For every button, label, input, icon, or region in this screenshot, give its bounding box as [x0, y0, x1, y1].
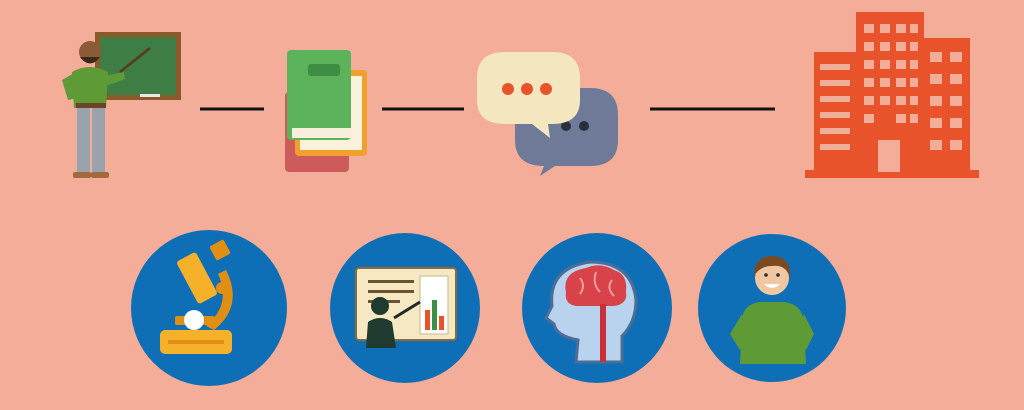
- office-building-icon: [805, 12, 979, 178]
- presentation-board-icon: [355, 267, 457, 348]
- microscope-icon: [160, 239, 233, 354]
- speech-bubbles-icon: [477, 52, 618, 176]
- circle-background: [131, 230, 287, 386]
- stacked-books-icon: [285, 50, 367, 172]
- human-brain-icon: [544, 260, 638, 364]
- teacher-at-chalkboard-icon: [62, 32, 181, 178]
- smiling-person-icon: [730, 256, 814, 364]
